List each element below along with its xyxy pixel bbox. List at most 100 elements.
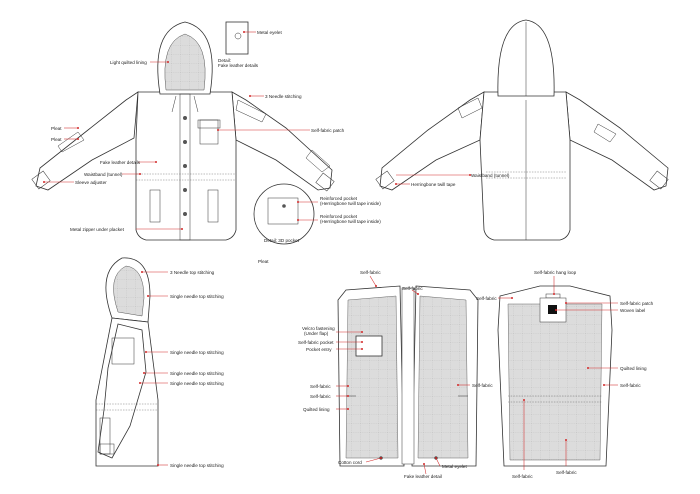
label-self-fabric-f: Self-fabric [476, 296, 497, 301]
back-view [375, 19, 669, 241]
front-left-lower-pocket [149, 189, 161, 223]
front-right-elbow-patch [305, 149, 331, 173]
front-waistband [136, 173, 236, 181]
label-light-quilted-lining: Light quilted lining [110, 60, 147, 65]
label-pleat-1: Pleat [51, 126, 62, 131]
inside-back-labels: Self-fabric hang loop Self-fabric Self-f… [476, 270, 654, 479]
detail-3d-pocket-inset [253, 183, 315, 245]
label-self-fabric-b: Self-fabric [402, 286, 423, 291]
back-left-cuff [375, 170, 395, 190]
label-hang-loop: Self-fabric hang loop [534, 270, 577, 275]
label-detail-3d-pocket: Detail: 3D pocket [264, 238, 300, 243]
label-quilted-lining-b: Quilted lining [620, 366, 647, 371]
detail-pocket-drawing [267, 197, 299, 225]
back-right-cuff [649, 170, 669, 190]
label-pleat-2: Pleat [51, 137, 62, 142]
back-labels: Waistband (tunnel) Herringbone twill tap… [411, 173, 510, 187]
front-view [31, 21, 335, 245]
front-left-elbow-patch [57, 131, 85, 153]
inside-front-view [337, 285, 479, 467]
inside-back-view [497, 285, 613, 467]
label-side-2: Single needle top stitching [170, 294, 224, 299]
inside-back-hang-loop [545, 293, 561, 299]
label-reinforced-pocket-1: Reinforced pocket [320, 196, 358, 201]
label-metal-eyelet: Metal eyelet [257, 30, 282, 35]
label-detail: Detail: [218, 58, 231, 63]
label-self-fabric-patch: Self-fabric patch [311, 128, 345, 133]
label-reinforced-pocket-2: Reinforced pocket [320, 214, 358, 219]
label-side-6: Single needle top stitching [170, 463, 224, 468]
label-waistband-tunnel-back: Waistband (tunnel) [471, 173, 510, 178]
label-fake-leather-detail: Fake leather detail [404, 474, 442, 479]
inside-front-leaders [336, 275, 470, 475]
inside-back-quilted-lining [507, 303, 603, 461]
inside-front-pocket [355, 335, 383, 357]
label-side-5: Single needle top stitching [170, 381, 224, 386]
front-placket [179, 93, 191, 241]
label-side-3: Single needle top stitching [170, 350, 224, 355]
front-hood-quilted-lining [164, 33, 206, 91]
label-self-fabric-g: Self-fabric [620, 383, 641, 388]
label-herringbone-twill-tape: Herringbone twill tape [411, 182, 456, 187]
label-self-fabric-pocket: Self-fabric pocket [298, 340, 334, 345]
label-metal-eyelet-b: Metal eyelet [442, 464, 467, 469]
front-left-sleeve [35, 91, 139, 191]
label-3-needle-stitching: 3 Needle stitching [265, 94, 302, 99]
label-side-1: 3 Needle top stitching [170, 270, 215, 275]
side-waistband [96, 403, 158, 411]
side-hood-lining [113, 265, 145, 317]
inside-front-quilted-lining-right [417, 295, 469, 459]
front-left-cuff [31, 170, 51, 190]
front-right-shoulder-patch [235, 99, 267, 123]
label-woven-label: Woven label [620, 308, 645, 313]
inside-front-zipper-placket [401, 287, 415, 465]
label-waistband-tunnel: Waistband (tunnel) [84, 172, 123, 177]
inside-front-quilted-lining-left [345, 295, 399, 459]
inside-front-labels: Self-fabric Self-fabric Velcro fastening… [298, 270, 493, 479]
front-right-lower-pocket [207, 189, 219, 223]
label-self-fabric-i: Self-fabric [556, 470, 577, 475]
side-view [95, 257, 159, 467]
label-velcro: Velcro fastening [302, 326, 335, 331]
label-quilted-lining-a: Quilted lining [303, 407, 330, 412]
inside-back-waist-seam [508, 395, 602, 403]
label-self-fabric-c: Self-fabric [310, 384, 331, 389]
front-buttons [183, 116, 187, 216]
label-fake-leather-details: Fake leather details [100, 160, 141, 165]
label-reinforced-pocket-2b: (Herringbone twill tape inside) [320, 219, 381, 224]
back-leaders [395, 174, 471, 185]
label-self-fabric-d: Self-fabric [310, 394, 331, 399]
label-self-fabric-h: Self-fabric [512, 474, 533, 479]
back-right-sleeve [565, 91, 669, 191]
back-elbow-patch [593, 123, 617, 143]
side-chest-pocket [111, 337, 135, 365]
label-pocket-entry: Pocket entry [306, 347, 332, 352]
label-metal-zipper: Metal zipper under placket [70, 227, 125, 232]
label-self-fabric-e: Self-fabric [472, 383, 493, 388]
detail-eyelet-inset [225, 21, 249, 55]
back-left-sleeve [379, 91, 485, 191]
side-leaders [139, 271, 168, 466]
label-self-fabric-a: Self-fabric [360, 270, 381, 275]
label-reinforced-pocket-1b: (Herringbone twill tape inside) [320, 201, 381, 206]
inside-back-leaders [498, 276, 618, 470]
front-right-cuff [315, 172, 335, 192]
front-leaders [43, 31, 318, 230]
front-labels: Metal eyelet Detail: Fake leather detail… [51, 30, 381, 264]
label-pleat-3: Pleat [258, 259, 269, 264]
label-sleeve-adjuster: Sleeve adjuster [75, 180, 107, 185]
label-velcro-under-flap: (Under flap) [304, 331, 329, 336]
label-self-fabric-patch-b: Self-fabric patch [620, 301, 654, 306]
front-right-sleeve [231, 91, 333, 191]
label-detail-fake-leather: Fake leather details [218, 63, 259, 68]
label-side-4: Single needle top stitching [170, 371, 224, 376]
side-cuff [99, 443, 115, 455]
side-labels: 3 Needle top stitching Single needle top… [170, 270, 224, 468]
front-drawcords [171, 95, 199, 113]
back-body [479, 91, 571, 241]
inside-back-woven-label [548, 305, 557, 314]
back-shoulder-patch [457, 97, 483, 119]
label-cotton-cord: Cotton cord [338, 460, 362, 465]
